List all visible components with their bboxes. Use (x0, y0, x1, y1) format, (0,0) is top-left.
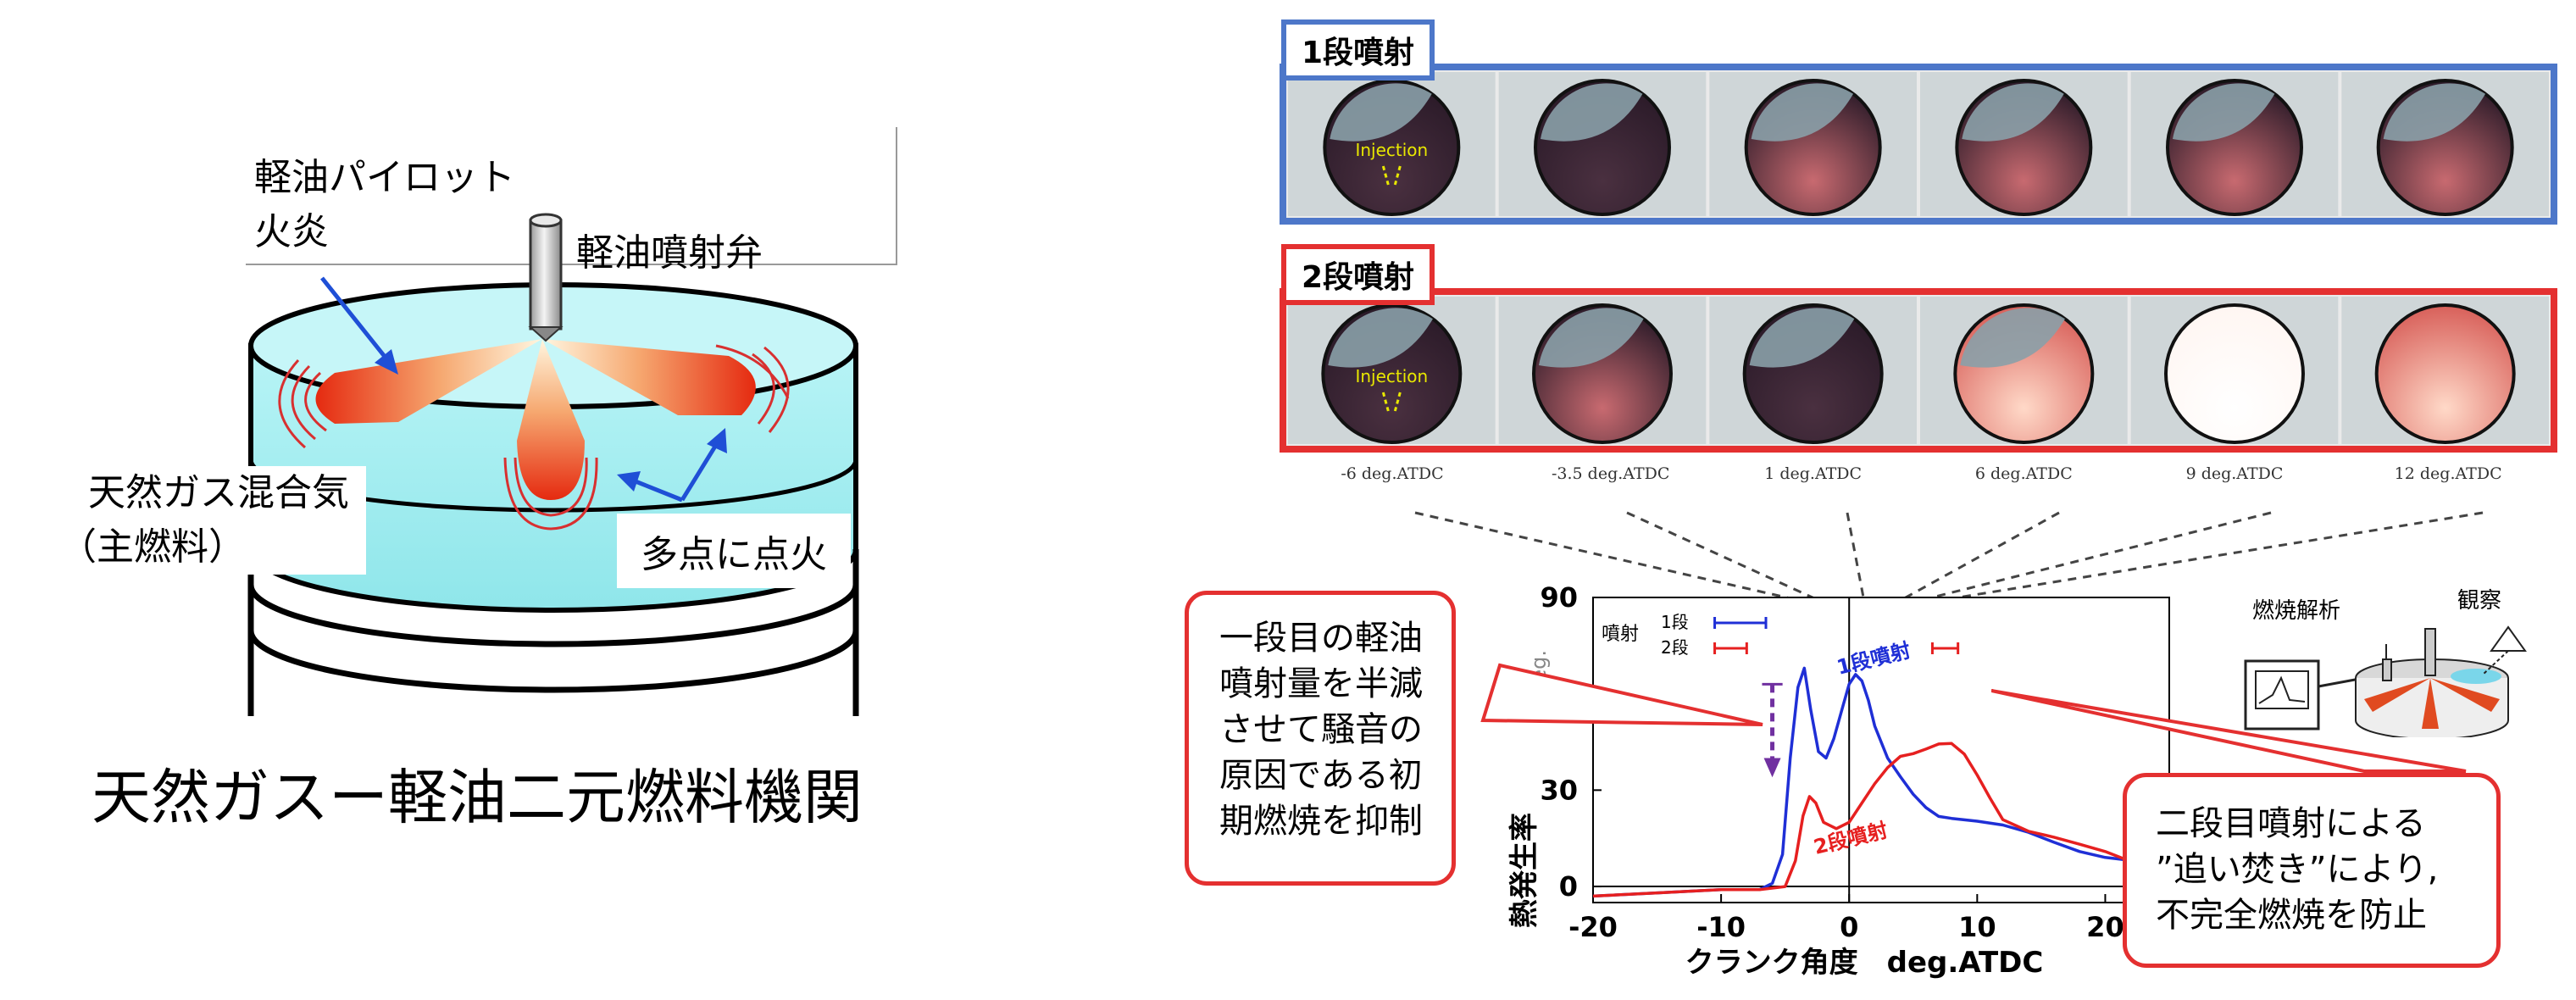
combustion-frame (1709, 72, 1917, 216)
multipoint-label: 多点に点火 (617, 514, 851, 588)
x-axis-label: クランク角度 deg.ATDC (1685, 946, 2044, 980)
double-injection-tag: 2段噴射 (1281, 244, 1435, 305)
note-left-callout: 一段目の軽油 噴射量を半減 させて騒音の 原因である初 期燃焼を抑制 (1185, 591, 1456, 886)
crank-angle-label: -3.5 deg.ATDC (1552, 464, 1670, 483)
combustion-frame (2130, 297, 2339, 444)
pilot-flame-label-line2: 火炎 (254, 210, 329, 253)
injection-text: Injection (1355, 366, 1428, 386)
gas-mixture-label-line1: 天然ガス混合気 (59, 466, 366, 520)
x-tick-label: -20 (1568, 911, 1618, 943)
valve-shadow (2173, 83, 2275, 142)
setup-observe-label: 観察 (2457, 588, 2502, 614)
plot-area (1592, 597, 2170, 903)
pilot-flame-label-line1: 軽油パイロット (254, 156, 515, 199)
x-tick-label: 0 (1840, 911, 1858, 943)
y-tick-label: 30 (1540, 774, 1578, 806)
y-tick-label: 0 (1559, 870, 1578, 903)
note-left-line: 原因である初 (1219, 756, 1423, 795)
single-injection-strip: Injection (1280, 64, 2557, 225)
injection-legend-two: 2段 (1661, 637, 1689, 658)
crank-angle-label: 9 deg.ATDC (2185, 464, 2284, 483)
single-injection-frames: Injection (1288, 72, 2549, 216)
heat-release-chart: -20-10010200306090クランク角度 deg.ATDC熱発生率J/d… (1507, 585, 2170, 980)
valve-shadow (2383, 83, 2486, 142)
y-tick-label: 90 (1540, 585, 1578, 614)
combustion-frame (2130, 72, 2339, 216)
note-right-line: 不完全燃焼を防止 (2156, 896, 2427, 935)
valve-shadow (1749, 308, 1855, 368)
injection-legend-title: 噴射 (1602, 624, 1639, 645)
note-left-line: 噴射量を半減 (1219, 664, 1423, 703)
x-tick-label: 10 (1958, 911, 1996, 943)
x-tick-label: 20 (2086, 911, 2124, 943)
note-left-line: 期燃焼を抑制 (1219, 802, 1423, 841)
crank-angle-label: -6 deg.ATDC (1341, 464, 1444, 483)
double-injection-frames: Injection (1288, 297, 2549, 444)
combustion-window (2164, 303, 2305, 444)
crank-angle-label: 12 deg.ATDC (2394, 464, 2502, 483)
gas-mixture-label: 天然ガス混合気 （主燃料） (59, 466, 366, 575)
combustion-frame (2341, 297, 2549, 444)
x-tick-label: -10 (1696, 911, 1746, 943)
y-axis-label: 熱発生率 (1507, 813, 1541, 928)
frame-connector-lines (1414, 511, 2484, 603)
valve-shadow (1960, 308, 2065, 368)
combustion-window (2374, 303, 2516, 444)
engine-title: 天然ガスー軽油二元燃料機関 (92, 763, 863, 832)
valve-shadow (1328, 308, 1433, 368)
note-right-pointer (1991, 689, 2467, 773)
note-right-line: ”追い焚き”により, (2156, 850, 2439, 889)
combustion-frame (1498, 72, 1707, 216)
pilot-flame-label: 軽油パイロット 火炎 (254, 151, 515, 259)
valve-shadow (1330, 83, 1432, 142)
note-left-line: させて騒音の (1219, 710, 1423, 749)
series-line (1592, 742, 2132, 898)
note-right-callout: 二段目噴射による ”追い焚き”により, 不完全燃焼を防止 (2123, 773, 2501, 968)
combustion-frame (1498, 297, 1707, 444)
note-left-pointer (1480, 663, 1763, 726)
injection-text: Injection (1355, 140, 1428, 160)
double-injection-strip: Injection (1280, 288, 2557, 453)
crank-angle-label: 6 deg.ATDC (1974, 464, 2073, 483)
combustion-frame (1920, 72, 2128, 216)
valve-shadow (1541, 83, 1643, 142)
combustion-frame (1709, 297, 1917, 444)
valve-shadow (1751, 83, 1854, 142)
combustion-frame (1920, 297, 2128, 444)
injector-label: 軽油噴射弁 (576, 231, 763, 275)
valve-shadow (1962, 83, 2064, 142)
single-injection-tag: 1段噴射 (1281, 19, 1435, 81)
valve-shadow (1539, 308, 1644, 368)
crank-angle-label: 1 deg.ATDC (1764, 464, 1863, 483)
setup-diagram (2244, 625, 2527, 737)
combustion-frame (2341, 72, 2549, 216)
combustion-frame: Injection (1288, 297, 1496, 444)
note-right-line: 二段目噴射による (2156, 804, 2426, 843)
gas-mixture-label-line2: （主燃料） (59, 520, 366, 575)
series-line (1592, 666, 2131, 898)
engine-diagram (246, 127, 897, 716)
setup-analysis-label: 燃焼解析 (2252, 598, 2341, 624)
combustion-frame: Injection (1288, 72, 1496, 216)
injection-legend-one: 1段 (1661, 612, 1689, 632)
note-left-line: 一段目の軽油 (1219, 619, 1423, 658)
